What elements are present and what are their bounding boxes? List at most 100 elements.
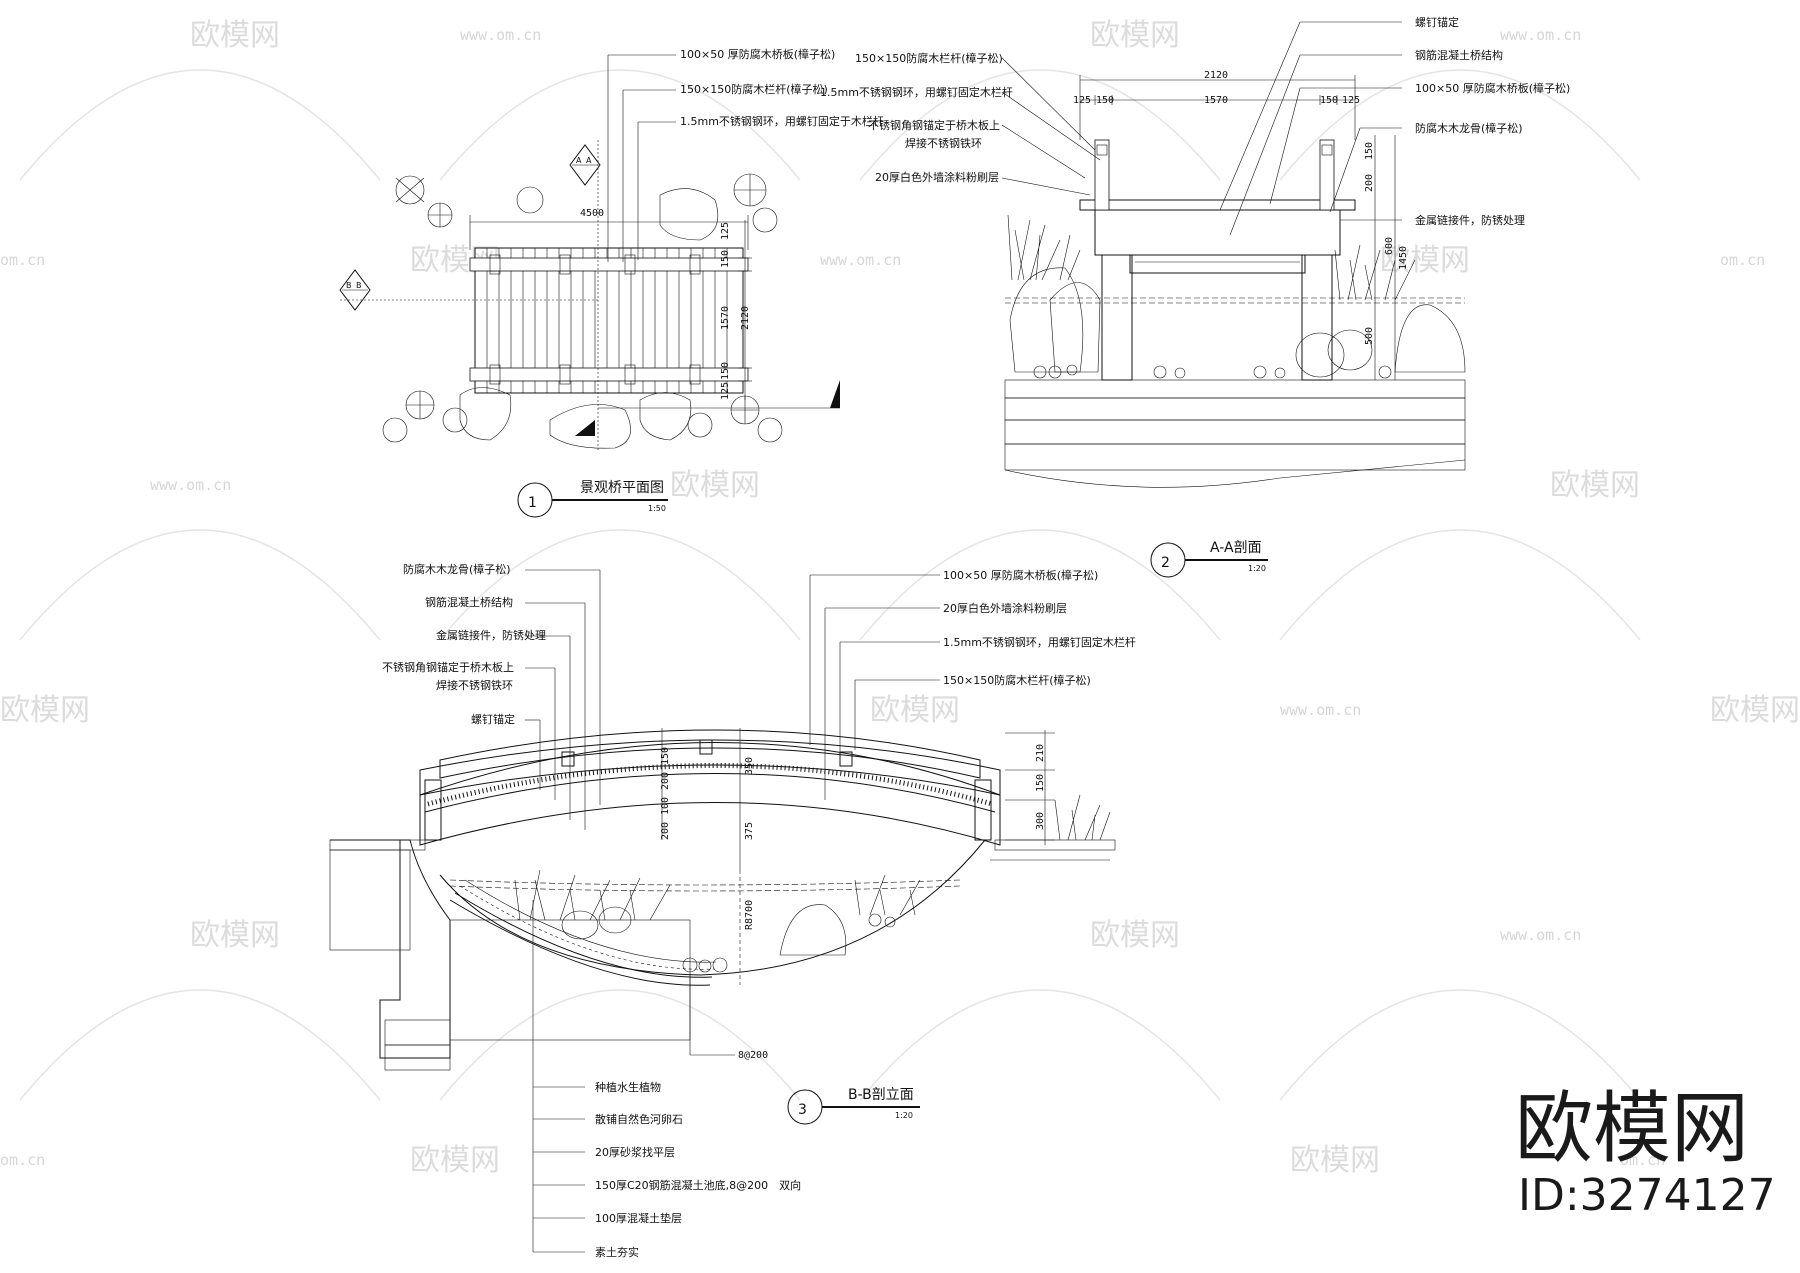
svg-text:125: 125 [720,222,731,240]
watermark-url: www.om.cn [1500,926,1581,944]
watermark-brand: 欧模网 [190,918,280,953]
watermark-url: om.cn [0,251,45,269]
svg-text:150: 150 [720,362,731,380]
svg-text:375: 375 [744,822,755,840]
watermark-url: om.cn [0,1151,45,1169]
aa-note-left: 不锈钢角钢锚定于桥木板上 [868,118,1000,132]
svg-text:125: 125 [1073,95,1091,106]
watermark-url: www.om.cn [820,251,901,269]
planting-right [639,173,783,443]
bb-note-right: 100×50 厚防腐木桥板(樟子松) [943,568,1098,582]
svg-text:1570: 1570 [720,306,731,330]
watermark-brand: 欧模网 [670,468,760,503]
svg-text:B: B [346,281,352,290]
aa-scale: 1:20 [1248,564,1266,573]
svg-text:A: A [576,156,582,165]
watermark-brand: 欧模网 [1550,468,1640,503]
brand-stamp-id: ID:3274127 [1518,1170,1776,1221]
bb-note-bottom: 散铺自然色河卵石 [595,1112,683,1126]
aa-note-right: 金属链接件，防锈处理 [1415,213,1525,227]
aa-note-left: 150×150防腐木栏杆(樟子松) [855,51,1003,65]
watermark-url: om.cn [1620,1151,1665,1169]
svg-text:A: A [586,156,592,165]
watermark-brand: 欧模网 [1290,1143,1380,1178]
plan-number: 1 [528,495,537,511]
bb-note-bottom: 150厚C20钢筋混凝土池底,8@200 双向 [595,1178,801,1192]
watermark-brand: 欧模网 [1090,18,1180,53]
section-aa: 2120 125 150 1570 150 125 150 200 600 14… [820,15,1570,578]
bb-note-bottom: 种植水生植物 [595,1080,661,1094]
svg-text:150: 150 [720,250,731,268]
watermark-arcs [19,69,1641,1101]
svg-text:150: 150 [660,747,671,765]
watermark-url: www.om.cn [1280,701,1361,719]
aa-note-right: 100×50 厚防腐木桥板(樟子松) [1415,81,1570,95]
bb-note-left: 螺钉锚定 [471,712,515,726]
section-marker-b: B B [339,269,600,311]
bb-rebar: 8@200 [738,1050,768,1061]
bb-scale: 1:20 [895,1111,913,1120]
aa-note-right: 螺钉锚定 [1415,15,1459,29]
watermark-brand: 欧模网 [0,693,90,728]
plan-note: 100×50 厚防腐木桥板(樟子松) [680,47,835,61]
bb-note-left: 不锈钢角钢锚定于桥木板上 [382,660,514,674]
svg-text:300: 300 [1035,812,1046,830]
svg-text:500: 500 [1364,327,1375,345]
svg-text:125: 125 [1342,95,1360,106]
aa-title: A-A剖面 [1210,540,1262,556]
plan-note: 1.5mm不锈钢钢环，用螺钉固定于木栏杆 [680,114,884,128]
bb-note-left: 金属链接件，防锈处理 [436,628,546,642]
svg-text:2120: 2120 [740,306,751,330]
plan-view: A A B B 4500 125 150 1570 2120 [339,47,884,518]
svg-text:125: 125 [720,382,731,400]
watermark-brand: 欧模网 [1710,693,1800,728]
svg-text:B: B [356,281,362,290]
svg-text:150: 150 [1096,95,1114,106]
watermark-brand: 欧模网 [870,693,960,728]
aa-number: 2 [1161,555,1170,571]
bb-note-bottom: 20厚砂浆找平层 [595,1145,675,1159]
bb-note-right: 1.5mm不锈钢钢环，用螺钉固定木栏杆 [943,635,1136,649]
plan-title: 景观桥平面图 [580,480,664,496]
svg-text:R8700: R8700 [744,900,755,930]
bb-note-right: 20厚白色外墙涂料粉刷层 [943,601,1067,615]
svg-text:200: 200 [660,772,671,790]
bb-note-right: 150×150防腐木栏杆(樟子松) [943,673,1091,687]
section-marker-a: A A [569,140,840,450]
bb-note-left: 钢筋混凝土桥结构 [425,595,513,609]
brand-stamp-name: 欧模网 [1515,1084,1749,1174]
section-bb: 150 200 350 100 200 375 R8700 210 150 30… [329,562,1136,1259]
brand-stamp: 欧模网 ID:3274127 [1515,1084,1776,1221]
aa-note-right: 钢筋混凝土桥结构 [1415,48,1503,62]
svg-text:350: 350 [744,757,755,775]
aa-note-left: 焊接不锈钢铁环 [905,136,982,150]
deck-boards [486,248,728,393]
aa-dim-top: 2120 [1204,70,1228,81]
svg-text:150: 150 [1364,142,1375,160]
svg-text:100: 100 [660,797,671,815]
watermark-url: www.om.cn [150,476,231,494]
svg-text:200: 200 [660,822,671,840]
svg-text:600: 600 [1384,237,1395,255]
watermark-brand: 欧模网 [190,18,280,53]
svg-text:200: 200 [1364,174,1375,192]
plan-dim-total: 4500 [580,208,604,219]
watermark-brand: 欧模网 [1090,918,1180,953]
plan-note: 150×150防腐木栏杆(樟子松) [680,82,828,96]
bb-note-bottom: 100厚混凝土垫层 [595,1211,682,1225]
aa-note-right: 防腐木木龙骨(樟子松) [1415,121,1523,135]
aa-note-left: 1.5mm不锈钢钢环，用螺钉固定木栏杆 [820,85,1013,99]
planting-left [382,175,631,449]
aa-note-left: 20厚白色外墙涂料粉刷层 [875,170,999,184]
watermark-url: www.om.cn [1500,26,1581,44]
bb-number: 3 [798,1102,807,1118]
watermark-url: www.om.cn [460,26,541,44]
watermark-brand: 欧模网 [410,1143,500,1178]
svg-text:150: 150 [1035,774,1046,792]
plan-scale: 1:50 [648,504,666,513]
watermark-grid: 欧模网 www.om.cn 欧模网 www.om.cn om.cn 欧模网 ww… [0,18,1800,1178]
svg-text:210: 210 [1035,744,1046,762]
bb-title: B-B剖立面 [848,1087,914,1103]
svg-text:150: 150 [1320,95,1338,106]
